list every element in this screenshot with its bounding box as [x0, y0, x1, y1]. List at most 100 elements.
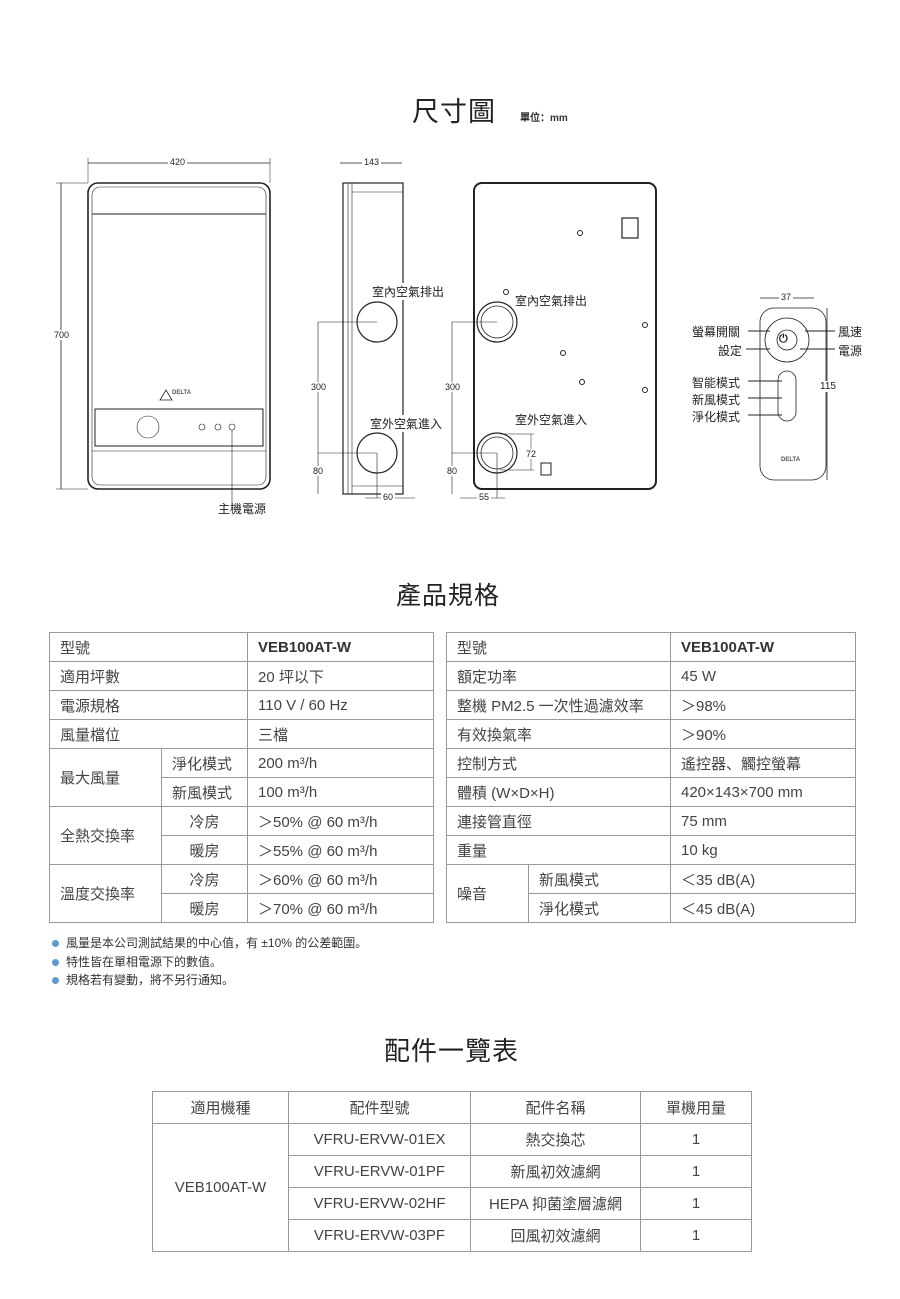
table-row: 溫度交換率冷房＞60% @ 60 m³/h — [49, 864, 434, 923]
remote-smart-mode-label: 智能模式 — [692, 376, 741, 390]
cell: ＞90% — [670, 719, 856, 749]
cell: 電源規格 — [49, 690, 248, 720]
spec-notes: 風量是本公司測試結果的中心值，有 ±10% 的公差範圍。 特性皆在單相電源下的數… — [50, 934, 367, 990]
dimension-drawings — [56, 158, 835, 505]
note-item: 特性皆在單相電源下的數值。 — [50, 953, 367, 972]
cell: ＞50% @ 60 m³/h — [247, 806, 434, 836]
cell: 冷房 — [161, 864, 248, 894]
front-view — [56, 158, 271, 505]
side-pipe-offset-dim: 60 — [381, 492, 396, 502]
remote-height-dim: 115 — [818, 381, 838, 392]
cell: VFRU-ERVW-01EX — [288, 1123, 471, 1156]
side-depth-dim: 143 — [362, 157, 382, 167]
back-view — [451, 182, 657, 499]
front-height-dim: 700 — [52, 330, 72, 340]
side-spacing-dim: 300 — [309, 382, 329, 392]
cell: 噪音 — [446, 864, 529, 923]
cell: 回風初效濾網 — [470, 1219, 641, 1252]
table-row: 暖房＞55% @ 60 m³/h — [50, 835, 434, 865]
cell: 有效換氣率 — [446, 719, 671, 749]
cell: 適用坪數 — [49, 661, 248, 691]
cell: 體積 (W×D×H) — [446, 777, 671, 807]
cell: 100 m³/h — [247, 777, 434, 807]
table-row: 暖房＞70% @ 60 m³/h — [50, 893, 434, 923]
accessory-title: 配件一覽表 — [384, 1036, 520, 1066]
side-intake-label: 室外空氣進入 — [370, 415, 443, 432]
cell: ＞60% @ 60 m³/h — [247, 864, 434, 894]
cell: ＜45 dB(A) — [670, 893, 856, 923]
cell: VEB100AT-W — [247, 632, 434, 662]
back-pipe-offset-dim: 55 — [477, 492, 492, 502]
header-cell: 單機用量 — [640, 1091, 752, 1124]
back-intake-label: 室外空氣進入 — [515, 413, 588, 427]
unit-label: 單位：mm — [520, 113, 568, 124]
remote-purify-mode-label: 淨化模式 — [692, 410, 741, 424]
cell: VEB100AT-W — [152, 1123, 289, 1252]
cell: 1 — [640, 1155, 752, 1188]
spec-title: 產品規格 — [396, 582, 501, 610]
cell: 重量 — [446, 835, 671, 865]
table-header-row: 適用機種 配件型號 配件名稱 單機用量 — [152, 1091, 752, 1124]
table-row: 全熱交換率冷房＞50% @ 60 m³/h — [49, 806, 434, 865]
remote-screen-switch-label: 螢幕開關 — [692, 325, 741, 339]
cell: 型號 — [49, 632, 248, 662]
dimension-title: 尺寸圖 — [412, 97, 496, 127]
remote-width-dim: 37 — [779, 292, 794, 302]
main-power-label: 主機電源 — [218, 502, 267, 516]
cell: 連接管直徑 — [446, 806, 671, 836]
cell: 最大風量 — [49, 748, 162, 807]
cell: 風量檔位 — [49, 719, 248, 749]
cell: 110 V / 60 Hz — [247, 690, 434, 720]
cell: 三檔 — [247, 719, 434, 749]
note-item: 風量是本公司測試結果的中心值，有 ±10% 的公差範圍。 — [50, 934, 367, 953]
cell: 200 m³/h — [247, 748, 434, 778]
cell: 新風模式 — [528, 864, 671, 894]
table-row: 體積 (W×D×H)420×143×700 mm — [446, 777, 856, 807]
cell: 熱交換芯 — [470, 1123, 641, 1156]
back-pipe-gap-dim: 72 — [524, 449, 539, 459]
cell: 75 mm — [670, 806, 856, 836]
front-width-dim: 420 — [168, 157, 188, 167]
header-cell: 配件型號 — [288, 1091, 471, 1124]
cell: VFRU-ERVW-03PF — [288, 1219, 471, 1252]
cell: 新風初效濾網 — [470, 1155, 641, 1188]
cell: 暖房 — [161, 835, 248, 865]
cell: 新風模式 — [161, 777, 248, 807]
remote-fan-speed-label: 風速 — [838, 325, 863, 339]
cell: 1 — [640, 1187, 752, 1220]
cell: 溫度交換率 — [49, 864, 162, 923]
cell: 暖房 — [161, 893, 248, 923]
back-spacing-dim: 300 — [443, 382, 463, 392]
cell: ＞70% @ 60 m³/h — [247, 893, 434, 923]
back-bottom-dim: 80 — [445, 466, 460, 476]
note-item: 規格若有變動，將不另行通知。 — [50, 971, 367, 990]
side-view — [317, 162, 415, 499]
cell: 10 kg — [670, 835, 856, 865]
cell: ＞98% — [670, 690, 856, 720]
table-row: 淨化模式＜45 dB(A) — [447, 893, 856, 923]
cell: 整機 PM2.5 一次性過濾效率 — [446, 690, 671, 720]
side-bottom-dim: 80 — [311, 466, 326, 476]
header-cell: 適用機種 — [152, 1091, 289, 1124]
cell: 45 W — [670, 661, 856, 691]
header-cell: 配件名稱 — [470, 1091, 641, 1124]
accessory-table: 適用機種 配件型號 配件名稱 單機用量 VEB100AT-W VFRU-ERVW… — [152, 1091, 752, 1252]
table-row: 有效換氣率＞90% — [446, 719, 856, 749]
table-row: 整機 PM2.5 一次性過濾效率＞98% — [446, 690, 856, 720]
cell: 1 — [640, 1123, 752, 1156]
remote-fresh-mode-label: 新風模式 — [692, 393, 741, 407]
cell: 型號 — [446, 632, 671, 662]
cell: 20 坪以下 — [247, 661, 434, 691]
power-icon: ⏻ — [779, 333, 788, 345]
remote-delta-logo: DELTA — [781, 457, 801, 463]
